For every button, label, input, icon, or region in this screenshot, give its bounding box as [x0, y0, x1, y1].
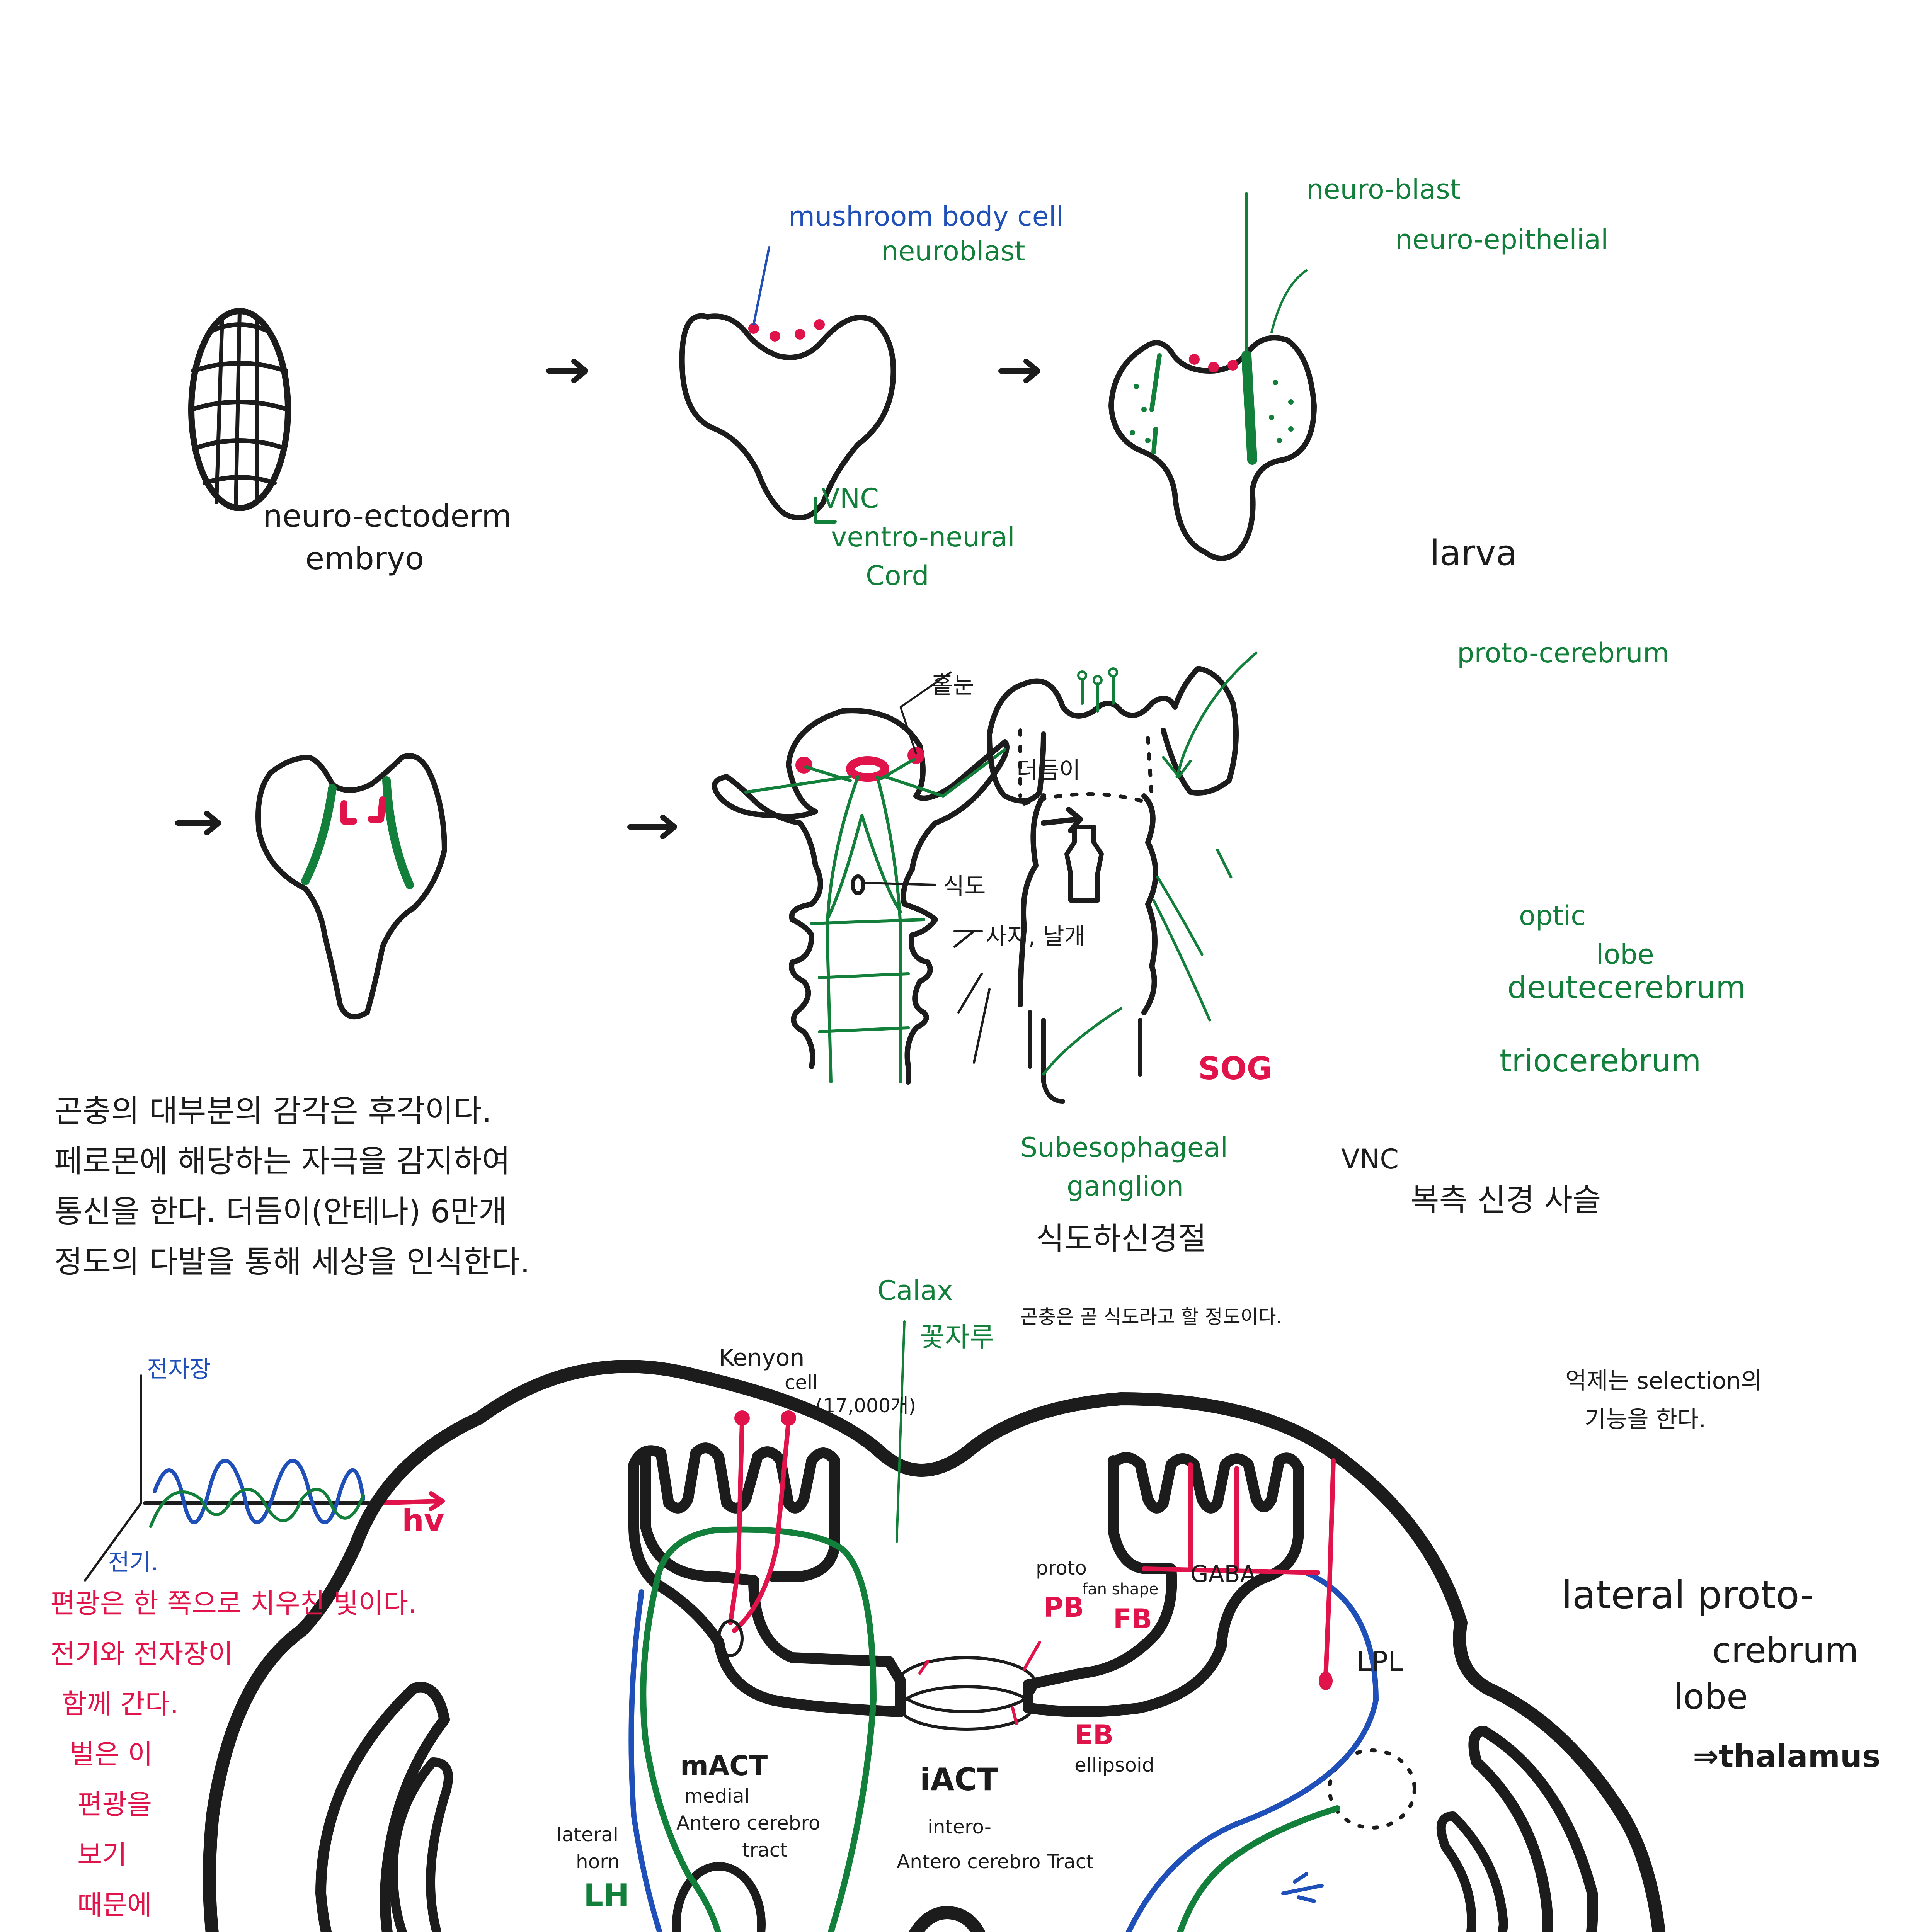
senses-note-line: 곤충의 대부분의 감각은 후각이다. — [54, 1093, 492, 1129]
polarized-note-line: 전기와 전자장이 — [50, 1638, 233, 1670]
thalamus-label: ⇒thalamus — [1693, 1738, 1881, 1774]
limbs-wings-label: 사지, 날개 — [986, 923, 1086, 950]
polarized-note-line: 벌은 이 — [70, 1738, 153, 1770]
stage6-brain-drawing — [987, 651, 1258, 1104]
lateral-protocerebrum-label: lateral proto- — [1561, 1572, 1814, 1617]
cord-label: Cord — [866, 560, 929, 592]
iact-intero-label: intero- — [928, 1816, 991, 1838]
polarized-note-line: 보기 — [77, 1839, 127, 1871]
eb-label: EB — [1074, 1719, 1114, 1751]
esophagus-label: 식도 — [943, 873, 986, 900]
senses-note-line: 정도의 다발을 통해 세상을 인식한다. — [54, 1244, 530, 1280]
antenna-label: 더듬이 — [1016, 757, 1081, 784]
proto-label: proto — [1036, 1557, 1087, 1579]
neuroblast-label: neuroblast — [881, 235, 1025, 267]
stage4-brain-drawing — [255, 753, 447, 1020]
em-wave-diagram — [84, 1374, 445, 1582]
tritocerebrum-label: triocerebrum — [1500, 1043, 1701, 1079]
sog-korean-label: 식도하신경절 — [1036, 1221, 1207, 1257]
deuterocerebrum-label: deutecerebrum — [1507, 969, 1746, 1005]
sog-label: SOG — [1198, 1051, 1272, 1087]
neuro-epithelial-label: neuro-epithelial — [1395, 224, 1609, 255]
protocerebrum-label: proto-cerebrum — [1457, 637, 1669, 669]
selection-note-line: 억제는 selection의 — [1565, 1367, 1762, 1395]
brain-outline — [203, 1360, 1666, 1932]
kenyon-label: Kenyon — [719, 1344, 805, 1371]
kenyon-count-label: (17,000개) — [815, 1395, 916, 1417]
neuro-blast-label: neuro-blast — [1306, 173, 1461, 205]
lobe-label: lobe — [1596, 939, 1654, 970]
blue-tracts — [628, 1570, 1379, 1932]
vnc-label: VNC — [821, 483, 879, 514]
neuro-ectoderm-label: neuro-ectoderm — [263, 498, 512, 534]
calyx-label: Calax — [877, 1275, 953, 1306]
lateral-horn-label: lateral — [557, 1823, 618, 1846]
polarized-note-line: 때문에 — [77, 1889, 152, 1921]
lateral-protocerebrum-lobe: lobe — [1674, 1677, 1748, 1717]
senses-note-line: 페로몬에 해당하는 자극을 감지하여 — [54, 1143, 511, 1179]
vnc-korean-label: 복측 신경 사슬 — [1411, 1182, 1601, 1218]
hv-label: hv — [402, 1503, 444, 1539]
mact-antero-label: Antero cerebro — [676, 1812, 821, 1834]
larva-label: larva — [1430, 533, 1517, 573]
pb-label: PB — [1044, 1592, 1084, 1623]
fan-shape-label: fan shape — [1082, 1580, 1159, 1598]
calyx-korean-label: 꽃자루 — [920, 1321, 995, 1353]
stage3-brain-drawing — [1108, 192, 1317, 561]
mushroom-body-label: mushroom body cell — [788, 201, 1064, 232]
gaba-label: GABA — [1190, 1561, 1256, 1588]
ventro-neural-label: ventro-neural — [831, 521, 1015, 553]
embryo-drawing — [188, 308, 291, 511]
mact-tract-label: tract — [742, 1839, 788, 1861]
ocelli-label: 홑눈 — [931, 672, 974, 699]
optic-label: optic — [1519, 900, 1586, 932]
subesophageal-label: Subesophageal — [1020, 1132, 1228, 1163]
polarized-note-line: 편광은 한 쪽으로 치우친 빛이다. — [50, 1588, 417, 1619]
polarized-note-line: 함께 간다. — [62, 1688, 179, 1720]
lateral-horn-label-2: horn — [576, 1850, 620, 1873]
ganglion-label: ganglion — [1067, 1170, 1184, 1202]
vnc-label-2: VNC — [1341, 1143, 1399, 1175]
lh-label: LH — [584, 1878, 629, 1913]
ellipsoid-label: ellipsoid — [1074, 1754, 1154, 1776]
mact-medial-label: medial — [684, 1785, 750, 1807]
red-neurons — [728, 1420, 1336, 1725]
arrow-icon — [175, 807, 1083, 839]
lateral-protocerebrum-label-2: crebrum — [1712, 1630, 1859, 1671]
embryo-label: embryo — [305, 541, 424, 577]
electric-label: 전기. — [108, 1549, 158, 1576]
mact-label: mACT — [680, 1750, 768, 1782]
selection-note-line: 기능을 한다. — [1585, 1406, 1706, 1433]
stage5-embryo-drawing — [712, 671, 1010, 1085]
senses-note-line: 통신을 한다. 더듬이(안테나) 6만개 — [54, 1194, 507, 1230]
em-field-label: 전자장 — [147, 1356, 211, 1383]
kenyon-cell-label: cell — [785, 1371, 818, 1394]
iact-label: iACT — [920, 1762, 998, 1798]
calyx-note: 곤충은 곧 식도라고 할 정도이다. — [1020, 1306, 1282, 1328]
stage2-brain-drawing — [679, 246, 896, 524]
fb-label: FB — [1113, 1603, 1153, 1635]
iact-antero-label: Antero cerebro Tract — [897, 1850, 1094, 1873]
arrow-icon — [546, 359, 1040, 383]
lpl-label: LPL — [1357, 1646, 1403, 1677]
polarized-note-line: 편광을 — [77, 1789, 152, 1820]
